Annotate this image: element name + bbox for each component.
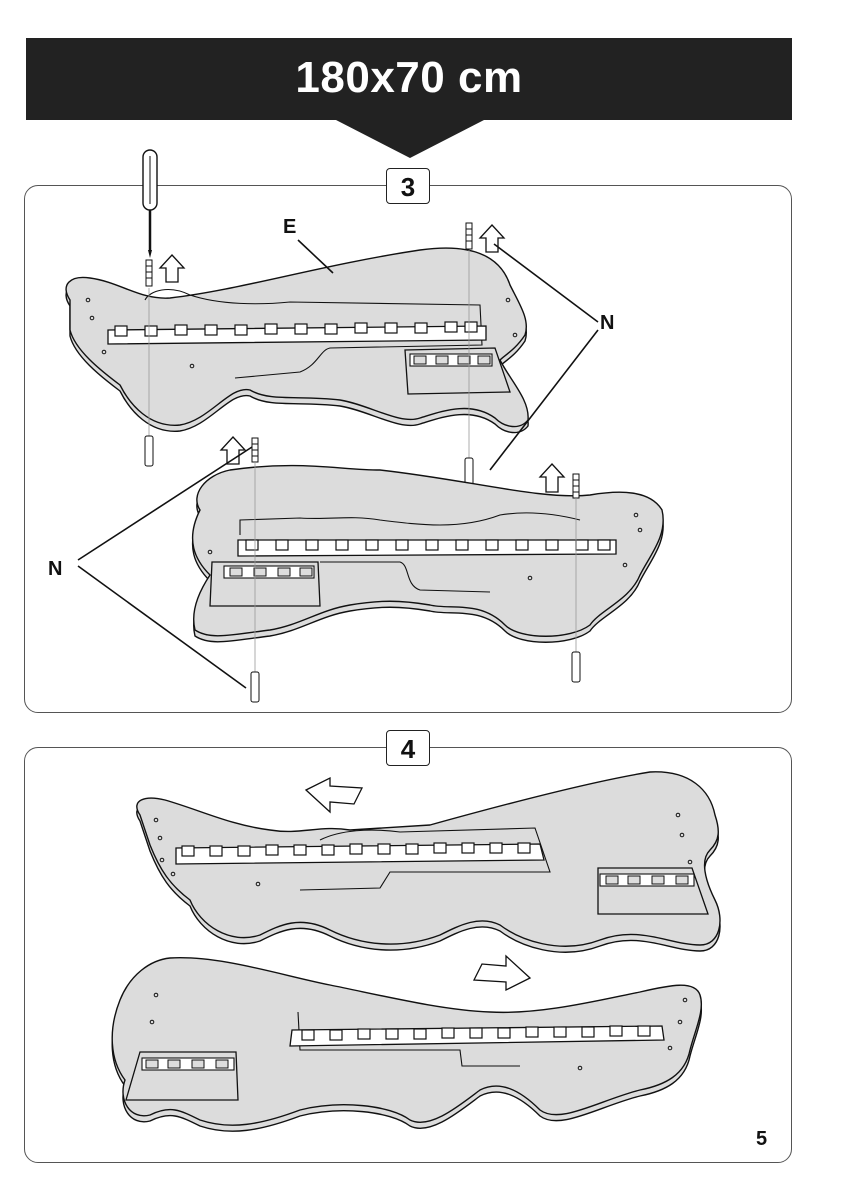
banner-title: 180x70 cm [295,53,523,102]
board-step4-lower [111,957,702,1132]
dowel-icon [144,435,474,489]
board-lower [191,464,664,643]
arrow-up-icon [158,224,506,283]
part-label-n-right: N [600,312,615,334]
arrow-left-icon [304,776,364,814]
arrow-right-icon [472,954,532,992]
step-4-badge: 4 [386,730,430,766]
board-step4-upper [136,771,721,953]
part-label-n-left: N [48,558,63,580]
dowel-icon [250,651,581,703]
callout-leaders [77,239,599,689]
board-e-upper [65,247,529,434]
part-label-e: E [283,216,297,238]
step-3-badge: 3 [386,168,430,204]
page-number: 5 [756,1128,768,1150]
screw-icon [145,222,473,287]
screwdriver-icon [142,149,158,258]
arrow-up-icon [219,436,566,493]
